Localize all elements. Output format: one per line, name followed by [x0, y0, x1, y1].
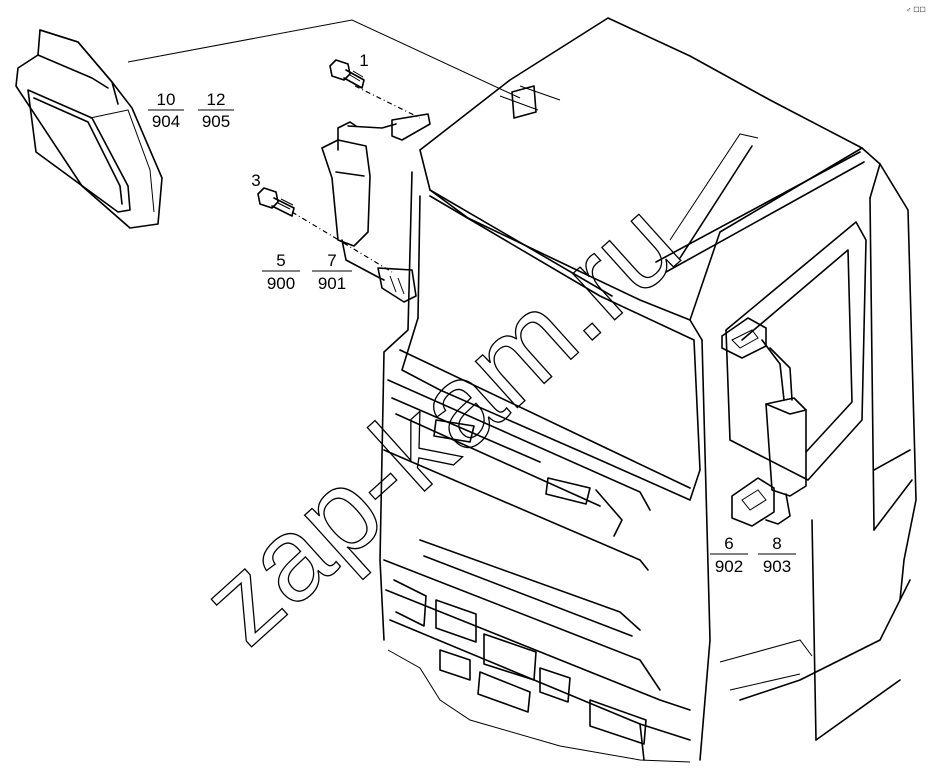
callout-905-bottom: 905 — [202, 112, 230, 131]
sun-visor-part — [15, 29, 163, 229]
callout-10-top: 10 — [157, 90, 176, 109]
callout-901-bottom: 901 — [318, 274, 346, 293]
callout-5-900: 5 900 — [262, 251, 300, 293]
watermark-text: zap-kam.ru — [177, 176, 704, 669]
callout-12-905: 12 905 — [198, 90, 234, 131]
callout-8-903: 8 903 — [758, 534, 796, 576]
bolt-part-3 — [257, 187, 295, 217]
callout-904-bottom: 904 — [152, 112, 180, 131]
callout-903-bottom: 903 — [763, 557, 791, 576]
callout-1: 1 — [359, 51, 368, 70]
truck-cab — [379, 17, 917, 763]
mirror-assembly-large — [721, 317, 807, 527]
bolt-part-1 — [329, 59, 365, 89]
callout-5-top: 5 — [276, 251, 285, 270]
callout-3: 3 — [251, 171, 260, 190]
callout-12-top: 12 — [207, 90, 226, 109]
corner-mark: ♂ ☐☐ — [906, 6, 926, 14]
callout-6-top: 6 — [724, 534, 733, 553]
callout-7-top: 7 — [327, 251, 336, 270]
callout-8-top: 8 — [772, 534, 781, 553]
leader-lines — [127, 19, 521, 273]
callout-7-901: 7 901 — [312, 251, 352, 293]
callout-10-904: 10 904 — [148, 90, 184, 131]
callout-6-902: 6 902 — [710, 534, 748, 576]
callout-902-bottom: 902 — [715, 557, 743, 576]
callout-1-number: 1 — [359, 51, 368, 70]
mirror-assembly-small — [321, 113, 431, 303]
callout-3-number: 3 — [251, 171, 260, 190]
callout-900-bottom: 900 — [267, 274, 295, 293]
